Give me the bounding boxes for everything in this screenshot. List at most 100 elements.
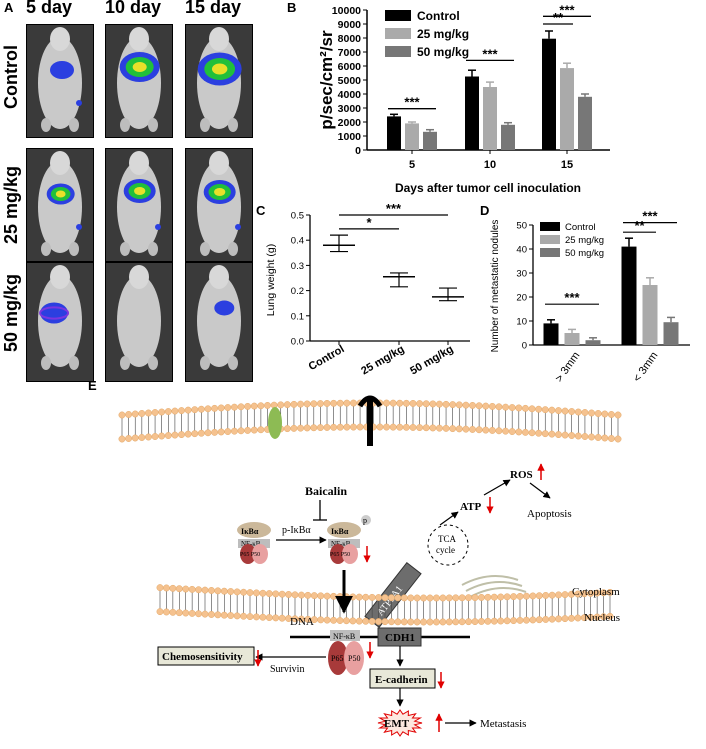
- svg-text:NF-κB: NF-κB: [333, 632, 355, 641]
- dna-label: DNA: [290, 616, 314, 628]
- lipid-head: [429, 424, 437, 432]
- lipid-head: [614, 435, 622, 443]
- lipid-head: [211, 428, 219, 436]
- lipid-head: [178, 431, 185, 439]
- svg-text:IκBα: IκBα: [331, 527, 349, 536]
- legend-swatch: [540, 222, 560, 231]
- y-tick-label: 2000: [338, 117, 362, 129]
- lipid-head: [432, 618, 440, 626]
- lipid-head: [323, 423, 331, 431]
- lipid-head: [555, 407, 562, 415]
- lipid-head: [182, 585, 190, 593]
- legend-label: Control: [417, 9, 460, 23]
- legend-swatch: [540, 235, 560, 244]
- lipid-head: [118, 435, 126, 443]
- lipid-head: [490, 593, 498, 601]
- lipid-head: [462, 425, 470, 433]
- lipid-head: [195, 586, 203, 594]
- lipid-head: [151, 409, 159, 416]
- lipid-head: [402, 423, 410, 431]
- lipid-head: [240, 588, 248, 596]
- legend-label: Control: [565, 222, 596, 233]
- lipid-head: [283, 401, 291, 409]
- y-tick-label: 10: [516, 317, 527, 328]
- lipid-head: [381, 618, 389, 626]
- lipid-head: [272, 614, 280, 622]
- lipid-head: [297, 424, 305, 432]
- lipid-head: [497, 593, 505, 601]
- lipid-head: [449, 401, 457, 409]
- lipid-head: [449, 425, 457, 433]
- ikba-nfkb-complex: IκBα NF-κB P65 P50: [237, 522, 271, 564]
- lipid-head: [508, 404, 516, 411]
- lipid-head: [420, 618, 428, 626]
- bar: [542, 38, 556, 151]
- pathway-diagram: Baicalin IκBα NF-κB P65 P50 p-IκBα IκBα …: [118, 395, 622, 737]
- lipid-head: [188, 585, 196, 593]
- lipid-head: [535, 405, 543, 413]
- lipid-head: [482, 426, 490, 434]
- lipid-head: [164, 408, 172, 415]
- bar: [405, 123, 419, 150]
- row-header-50: 50 mg/kg: [1, 273, 21, 353]
- lipid-head: [429, 400, 437, 408]
- bar: [387, 116, 401, 150]
- lipid-head: [528, 429, 536, 437]
- lipid-head: [316, 400, 324, 408]
- lipid-head: [606, 588, 614, 596]
- lipid-head: [244, 402, 252, 410]
- lipid-head: [522, 616, 530, 624]
- lipid-head: [548, 615, 556, 623]
- lipid-head: [169, 584, 177, 592]
- lipid-head: [330, 399, 338, 407]
- chemosensitivity-box: [157, 646, 255, 666]
- lipid-head: [452, 618, 460, 626]
- lipid-head: [250, 402, 258, 410]
- lipid-head: [297, 400, 305, 408]
- lipid-head: [568, 408, 576, 415]
- lipid-head: [516, 592, 524, 600]
- svg-text:NF-κB: NF-κB: [331, 540, 351, 548]
- lipid-head: [396, 423, 404, 431]
- lipid-head: [490, 617, 498, 625]
- lipid-head: [257, 426, 265, 434]
- cytoplasm-label: Cytoplasm: [572, 586, 620, 598]
- legend-label: 50 mg/kg: [417, 45, 469, 59]
- lipid-head: [455, 425, 463, 433]
- lipid-head: [277, 401, 285, 409]
- lipid-head: [535, 616, 543, 624]
- lipid-head: [362, 617, 370, 625]
- cell-membrane: [118, 399, 622, 443]
- mouse-image: [105, 148, 173, 262]
- lipid-head: [283, 425, 291, 433]
- lipid-head: [343, 423, 351, 431]
- lipid-head: [515, 428, 523, 436]
- lipid-head: [381, 594, 389, 602]
- metastasis-label: Metastasis: [480, 718, 526, 730]
- lipid-head: [182, 609, 190, 617]
- legend-label: 25 mg/kg: [565, 235, 604, 246]
- lipid-head: [445, 594, 453, 602]
- y-tick-label: 6000: [338, 61, 362, 73]
- lipid-head: [201, 586, 209, 594]
- lipid-head: [264, 401, 271, 409]
- significance-label: ***: [404, 95, 420, 110]
- lipid-head: [442, 400, 450, 408]
- y-tick-label: 3000: [338, 103, 362, 115]
- lipid-head: [291, 591, 299, 599]
- lipid-head: [495, 427, 503, 435]
- lipid-head: [217, 404, 225, 412]
- lipid-head: [330, 423, 338, 431]
- lipid-head: [303, 424, 311, 432]
- lipid-head: [482, 402, 490, 410]
- lipid-head: [502, 427, 510, 435]
- lipid-head: [233, 612, 241, 620]
- lipid-head: [297, 591, 305, 599]
- lipid-head: [607, 435, 615, 442]
- lipid-head: [323, 399, 331, 407]
- x-tick-label: 25 mg/kg: [359, 343, 406, 377]
- lipid-head: [211, 404, 219, 412]
- chemosensitivity-label: Chemosensitivity: [162, 651, 243, 663]
